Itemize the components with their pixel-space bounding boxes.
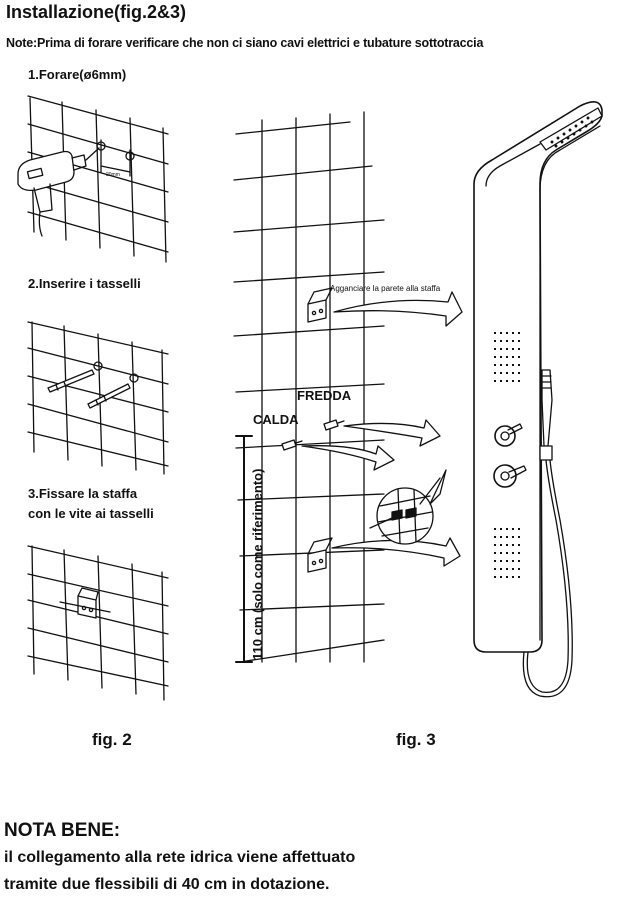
shower-panel: [473, 101, 603, 653]
detail-magnifier-icon: [369, 469, 447, 545]
drill-hole-marks: [96, 139, 135, 177]
height-label: 110 cm (solo come riferimento): [250, 469, 265, 660]
bracket-wall-grid: [27, 545, 169, 701]
bracket-arrow-icon: [331, 537, 461, 567]
upper-body-jets-icon: [494, 332, 520, 382]
plug-wall-grid: [27, 321, 169, 475]
nota-bene-title: NOTA BENE:: [4, 820, 121, 841]
fig-3-caption: fig. 3: [396, 730, 436, 749]
warning-note: Note:Prima di forare verificare che non …: [6, 36, 484, 50]
installation-wall-grid: [233, 111, 385, 663]
hole-spacing-label: 20mm: [106, 172, 120, 178]
fig-2-caption: fig. 2: [92, 730, 132, 749]
height-dimension-line: [235, 435, 253, 663]
mixer-lever-icon: [493, 464, 527, 488]
lower-bracket-icon: [307, 537, 333, 573]
step-1-label: 1.Forare(ø6mm): [28, 67, 127, 82]
hook-arrow-icon: [333, 291, 463, 327]
shower-hose-icon: [522, 459, 573, 698]
wall-plugs: [47, 361, 139, 409]
nota-bene-line-1: il collegamento alla rete idrica viene a…: [4, 849, 356, 866]
lower-body-jets-icon: [494, 528, 520, 578]
nota-bene-line-2: tramite due flessibili di 40 cm in dotaz…: [4, 876, 330, 893]
hot-water-inlet-icon: [281, 439, 303, 451]
cold-water-label: FREDDA: [297, 388, 352, 403]
page-title: Installazione(fig.2&3): [6, 2, 187, 22]
hook-instruction-label: Agganciare la parete alla staffa: [330, 284, 441, 293]
cold-arrow-icon: [343, 419, 441, 447]
hot-water-label: CALDA: [253, 412, 299, 427]
upper-bracket-icon: [307, 287, 333, 323]
wall-bracket-icon: [59, 587, 111, 619]
step-3-label-line2: con le vite ai tasselli: [28, 506, 154, 521]
hand-shower-icon: [539, 369, 553, 461]
cold-water-inlet-icon: [323, 419, 345, 431]
step-2-label: 2.Inserire i tasselli: [28, 276, 141, 291]
diverter-knob-icon: [494, 423, 523, 447]
rain-shower-head-icon: [539, 107, 603, 151]
hot-arrow-icon: [301, 445, 395, 471]
drill-icon: [17, 147, 100, 237]
step-3-label-line1: 3.Fissare la staffa: [28, 486, 138, 501]
